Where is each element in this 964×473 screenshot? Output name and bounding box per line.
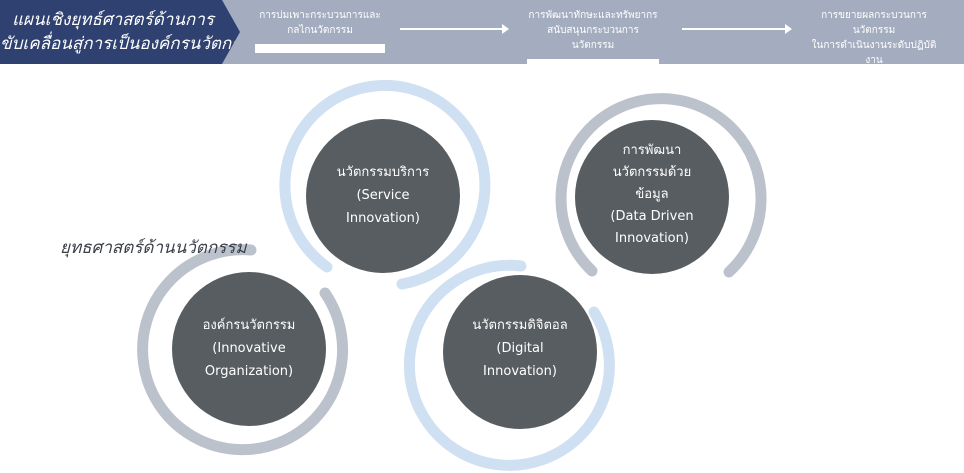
banner-step-3: การขยายผลกระบวนการนวัตกรรม ในการดำเนินงา… xyxy=(806,8,942,83)
banner-title: แผนเชิงยุทธ์ศาสตร์ด้านการ ขับเคลื่อนสู่ก… xyxy=(0,0,240,64)
ring-digital xyxy=(403,259,615,471)
arrow-right-icon xyxy=(400,24,509,34)
banner-step-3-line2: ในการดำเนินงานระดับปฏิบัติงาน xyxy=(811,40,937,66)
circle-digital-line2: (Digital xyxy=(496,341,544,356)
banner-step-3-bar xyxy=(806,74,942,83)
circle-data-driven-line1: การพัฒนา xyxy=(622,143,682,158)
circle-service-line2: (Service xyxy=(356,188,410,203)
ring-data-driven xyxy=(555,93,767,278)
circle-service-line3: Innovation) xyxy=(346,211,420,226)
ring-service xyxy=(279,80,491,290)
circle-service xyxy=(306,119,460,273)
banner-step-1-line2: กลไกนวัตกรรม xyxy=(287,25,353,36)
circle-digital xyxy=(443,275,597,429)
circle-service-label: นวัตกรรมบริการ (Service Innovation) xyxy=(308,161,458,230)
banner-step-1-bar xyxy=(255,44,385,53)
circle-data-driven xyxy=(575,120,729,274)
banner-step-1-line1: การบ่มเพาะกระบวนการและ xyxy=(259,10,381,21)
circle-digital-line1: นวัตกรรมดิจิตอล xyxy=(472,318,568,333)
banner-step-2-line1: การพัฒนาทักษะและทรัพยากร xyxy=(528,10,658,21)
banner-step-1: การบ่มเพาะกระบวนการและ กลไกนวัตกรรม xyxy=(255,8,385,53)
banner-step-2-bar xyxy=(527,59,659,68)
banner-step-2: การพัฒนาทักษะและทรัพยากร สนับสนุนกระบวนก… xyxy=(527,8,659,68)
ring-organization xyxy=(137,244,349,456)
circle-organization-line1: องค์กรนวัตกรรม xyxy=(202,318,296,333)
banner-title-line1: แผนเชิงยุทธ์ศาสตร์ด้านการ xyxy=(12,10,214,30)
circle-digital-label: นวัตกรรมดิจิตอล (Digital Innovation) xyxy=(445,314,595,383)
arrow-right-icon xyxy=(682,24,792,34)
circle-data-driven-line4: (Data Driven xyxy=(610,209,694,224)
strategy-title: ยุทธศาสตร์ด้านนวัตกรรม xyxy=(60,238,247,258)
circle-organization xyxy=(172,272,326,426)
circle-data-driven-line3: ข้อมูล xyxy=(635,187,669,202)
strategy-banner: แผนเชิงยุทธ์ศาสตร์ด้านการ ขับเคลื่อนสู่ก… xyxy=(0,0,964,83)
banner-title-line2: ขับเคลื่อนสู่การเป็นองค์กรนวัตกรรม xyxy=(0,34,261,54)
circle-organization-line3: Organization) xyxy=(204,364,294,379)
circle-data-driven-label: การพัฒนา นวัตกรรมด้วย ข้อมูล (Data Drive… xyxy=(577,140,727,250)
banner-step-2-line2: สนับสนุนกระบวนการนวัตกรรม xyxy=(547,25,639,51)
circle-data-driven-line5: Innovation) xyxy=(615,231,689,246)
banner-step-3-line1: การขยายผลกระบวนการนวัตกรรม xyxy=(821,10,927,36)
circle-data-driven-line2: นวัตกรรมด้วย xyxy=(612,165,692,180)
circle-service-line1: นวัตกรรมบริการ xyxy=(336,165,430,180)
circle-organization-label: องค์กรนวัตกรรม (Innovative Organization) xyxy=(174,314,324,383)
circle-digital-line3: Innovation) xyxy=(483,364,557,379)
circle-organization-line2: (Innovative xyxy=(212,341,286,356)
